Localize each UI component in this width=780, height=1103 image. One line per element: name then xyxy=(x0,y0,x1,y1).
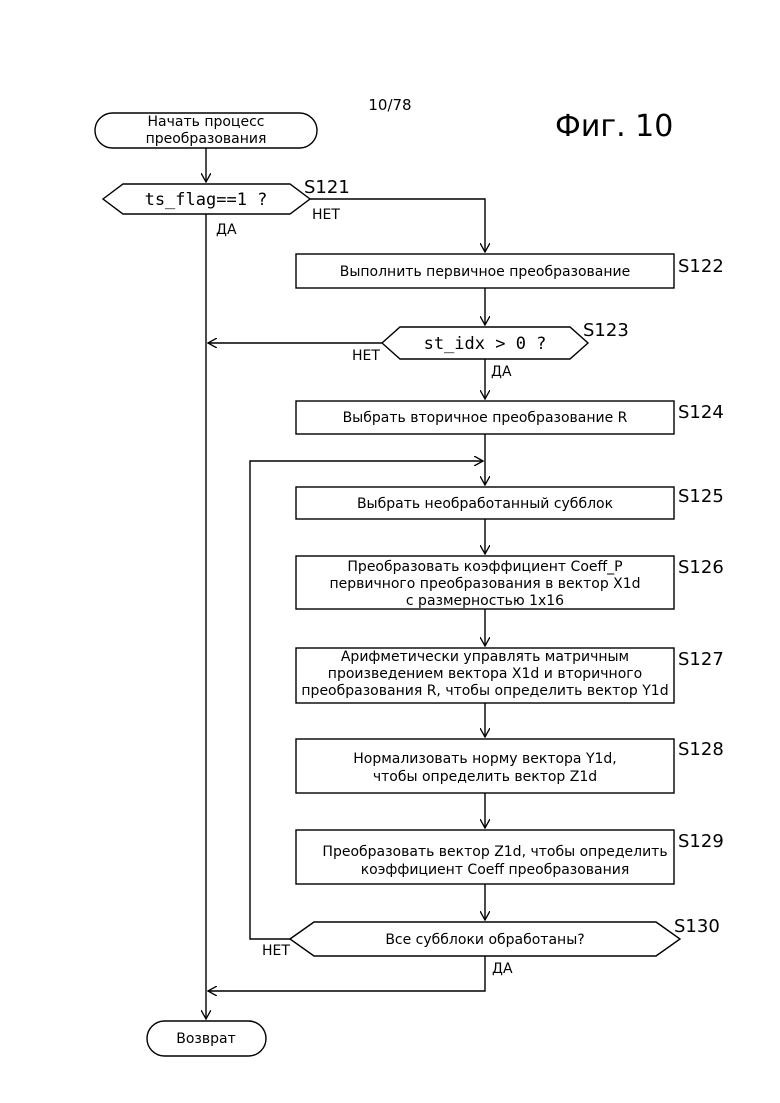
process-s129-line2: коэффициент Coeff преобразования xyxy=(361,862,630,878)
process-s127: Арифметически управлять матричным произв… xyxy=(296,648,674,703)
branch-no-s130: НЕТ xyxy=(262,943,290,959)
process-s127-line2: произведением вектора X1d и вторичного xyxy=(328,666,642,682)
step-label-s125: S125 xyxy=(678,486,724,507)
process-s128: Нормализовать норму вектора Y1d, чтобы о… xyxy=(296,739,674,793)
step-label-s123: S123 xyxy=(583,320,629,341)
step-label-s129: S129 xyxy=(678,831,724,852)
step-label-s122: S122 xyxy=(678,256,724,277)
step-label-s128: S128 xyxy=(678,739,724,760)
process-s128-line2: чтобы определить вектор Z1d xyxy=(373,769,597,785)
process-s129-line1: Преобразовать вектор Z1d, чтобы определи… xyxy=(322,844,667,860)
figure-label: Фиг. 10 xyxy=(555,109,673,144)
start-label-line1: Начать процесс xyxy=(148,114,265,130)
decision-s130-text: Все субблоки обработаны? xyxy=(385,932,584,948)
branch-no-s121: НЕТ xyxy=(312,207,340,223)
decision-s121: ts_flag==1 ? xyxy=(103,184,310,214)
process-s125: Выбрать необработанный субблок xyxy=(296,487,674,519)
process-s122: Выполнить первичное преобразование xyxy=(296,254,674,288)
process-s126-line2: первичного преобразования в вектор X1d xyxy=(329,576,640,592)
decision-s130: Все субблоки обработаны? xyxy=(290,922,680,956)
start-label-line2: преобразования xyxy=(146,131,267,147)
end-terminator: Возврат xyxy=(147,1021,266,1056)
decision-s123: st_idx > 0 ? xyxy=(382,327,588,359)
branch-yes-s121: ДА xyxy=(216,222,237,238)
step-label-s124: S124 xyxy=(678,402,724,423)
process-s126-line1: Преобразовать коэффициент Coeff_P xyxy=(347,559,622,575)
process-s126: Преобразовать коэффициент Coeff_P первич… xyxy=(296,556,674,609)
decision-s123-text: st_idx > 0 ? xyxy=(424,334,547,354)
connector-s130-yes xyxy=(208,956,485,991)
process-s127-line1: Арифметически управлять матричным xyxy=(341,649,629,665)
step-label-s130: S130 xyxy=(674,916,720,937)
start-terminator: Начать процесс преобразования xyxy=(95,113,317,148)
decision-s121-text: ts_flag==1 ? xyxy=(145,190,268,210)
branch-yes-s130: ДА xyxy=(492,961,513,977)
end-label: Возврат xyxy=(176,1031,236,1047)
process-s122-text: Выполнить первичное преобразование xyxy=(340,264,631,280)
branch-no-s123: НЕТ xyxy=(352,348,380,364)
process-s129: Преобразовать вектор Z1d, чтобы определи… xyxy=(296,830,674,884)
process-s124-text: Выбрать вторичное преобразование R xyxy=(343,410,628,426)
step-label-s126: S126 xyxy=(678,557,724,578)
process-s124: Выбрать вторичное преобразование R xyxy=(296,401,674,434)
step-label-s127: S127 xyxy=(678,649,724,670)
process-s126-line3: с размерностью 1x16 xyxy=(406,593,564,609)
branch-yes-s123: ДА xyxy=(491,364,512,380)
process-s125-text: Выбрать необработанный субблок xyxy=(357,496,613,512)
page-number: 10/78 xyxy=(368,96,411,114)
process-s128-line1: Нормализовать норму вектора Y1d, xyxy=(353,751,617,767)
step-label-s121: S121 xyxy=(304,177,350,198)
process-s127-line3: преобразования R, чтобы определить векто… xyxy=(301,683,668,699)
